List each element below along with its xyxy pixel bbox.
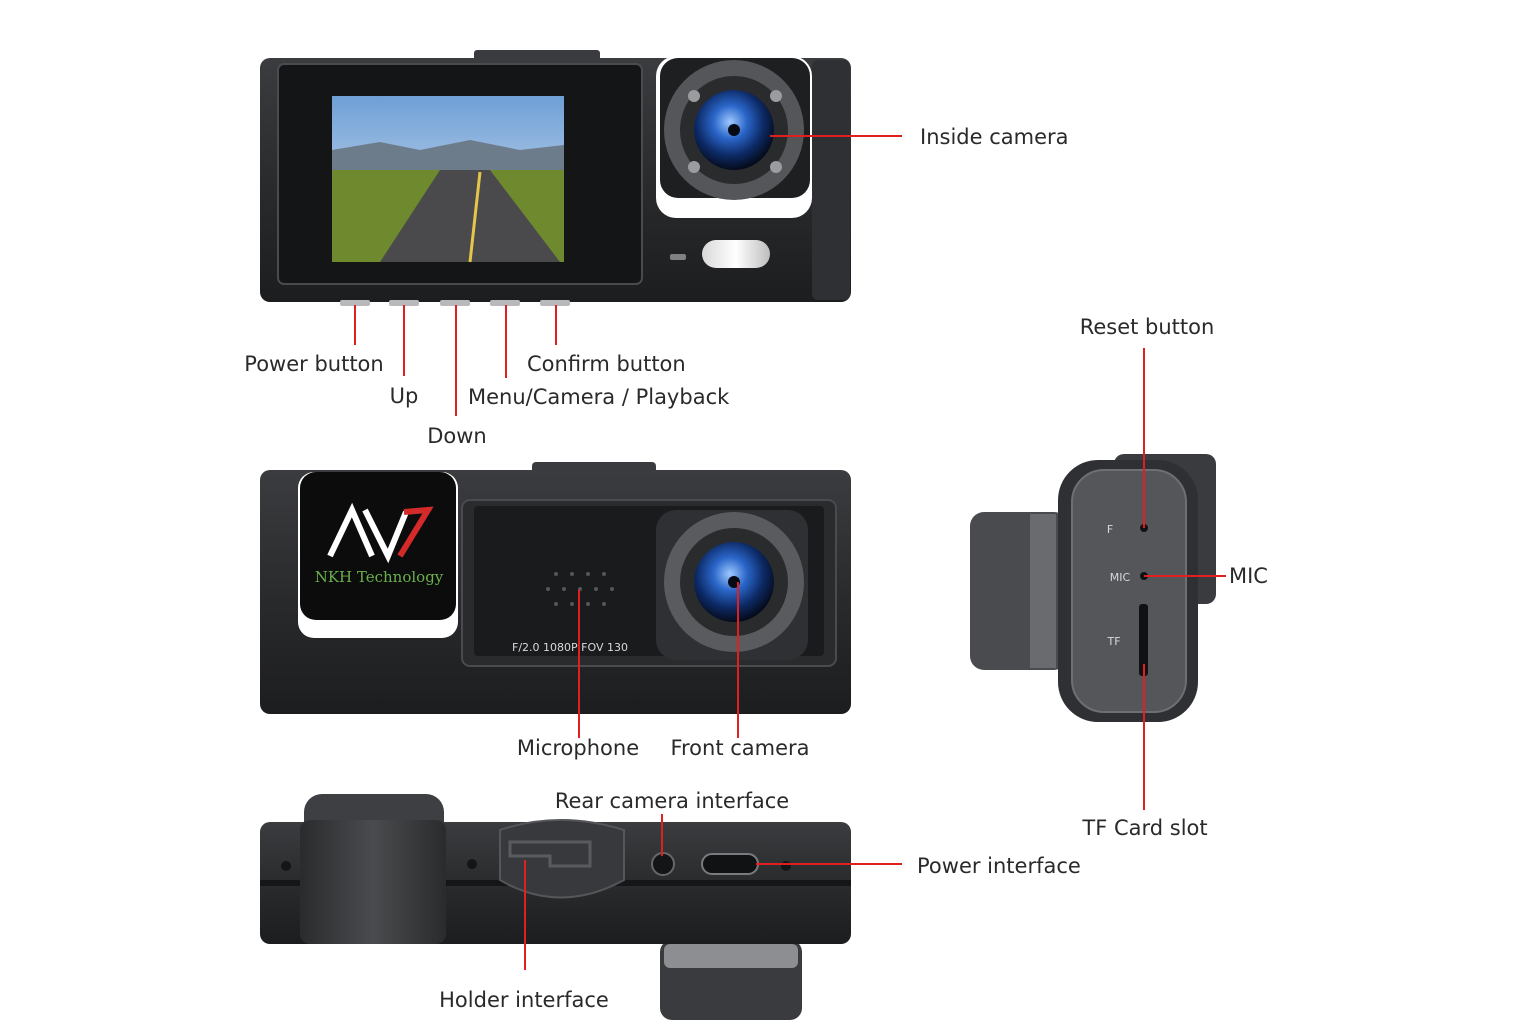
label-microphone: Microphone	[517, 736, 639, 760]
dashcam-front-view: NKH Technology F/2.0 1080P FOV 130	[260, 462, 851, 714]
label-power-interface: Power interface	[917, 854, 1081, 878]
rear-camera-port	[651, 852, 675, 876]
label-menu-camera-playback: Menu/Camera / Playback	[468, 385, 730, 409]
usb-c-port	[701, 853, 759, 875]
ir-led	[770, 90, 782, 102]
lens-spec-print: F/2.0 1080P FOV 130	[512, 641, 628, 654]
ir-led	[770, 161, 782, 173]
side-mark-mic: MIC	[1110, 571, 1131, 584]
microphone-holes	[546, 572, 614, 606]
label-inside-camera: Inside camera	[920, 125, 1069, 149]
ir-led	[688, 161, 700, 173]
screen-image	[332, 96, 564, 263]
label-tf-card-slot: TF Card slot	[1081, 816, 1207, 840]
logo-mark	[327, 502, 434, 564]
side-mark-f: F	[1107, 523, 1113, 536]
label-reset-button: Reset button	[1080, 315, 1215, 339]
dashcam-back-view	[260, 50, 851, 306]
label-rear-camera-interface: Rear camera interface	[555, 789, 789, 813]
label-mic: MIC	[1229, 564, 1268, 588]
ir-led	[688, 90, 700, 102]
bottom-buttons	[340, 300, 570, 306]
logo-brand-text: NKH Technology	[315, 568, 444, 586]
label-holder-interface: Holder interface	[439, 988, 609, 1012]
holder-socket	[499, 819, 625, 899]
label-up: Up	[390, 384, 419, 408]
dashcam-side-view: F MIC TF	[970, 454, 1216, 722]
side-mark-tf: TF	[1106, 635, 1120, 648]
label-power-button: Power button	[244, 352, 383, 376]
logo-panel	[300, 472, 456, 620]
status-led	[670, 254, 686, 260]
label-front-camera: Front camera	[670, 736, 809, 760]
tf-card-slot	[1139, 604, 1148, 676]
rear-lens-barrel	[300, 820, 446, 944]
leader-lines	[354, 135, 1226, 970]
dashcam-bottom-view	[260, 794, 851, 1020]
silver-button	[702, 240, 770, 268]
label-down: Down	[427, 424, 487, 448]
label-confirm-button: Confirm button	[527, 352, 686, 376]
